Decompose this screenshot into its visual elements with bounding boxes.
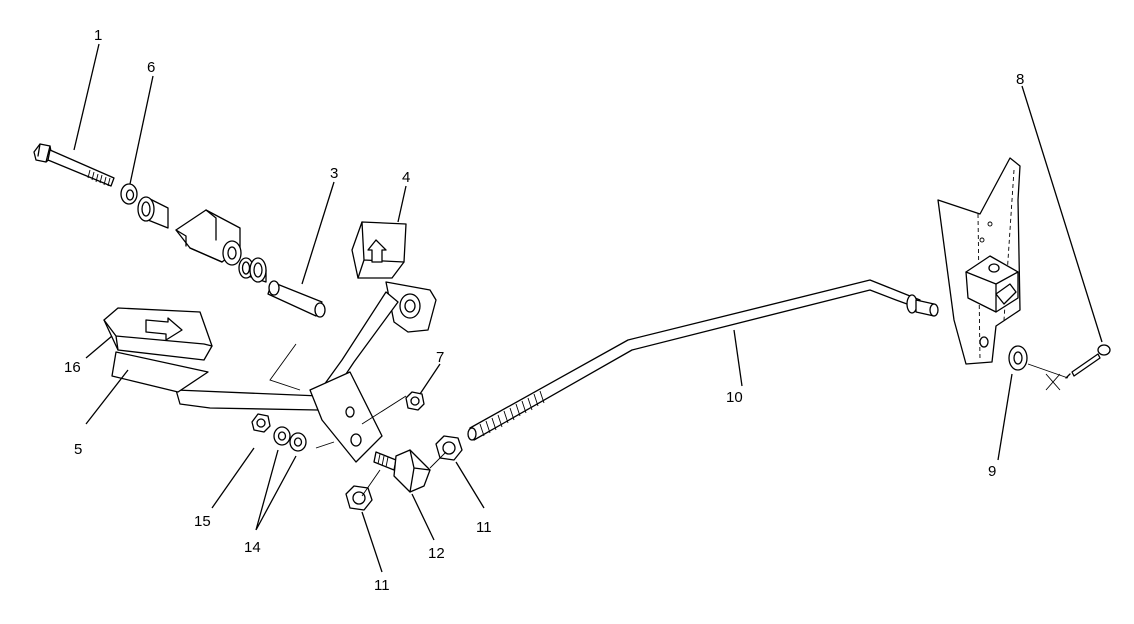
down-arrow-icon <box>145 317 183 341</box>
callout-9: 9 <box>988 463 996 480</box>
callouts: 1 6 3 4 16 5 7 15 14 11 12 11 10 8 9 <box>64 27 1024 594</box>
up-arrow-icon <box>367 239 387 263</box>
callout-1: 1 <box>94 27 102 44</box>
part-12-swivel <box>373 449 431 493</box>
mounting-bracket <box>937 157 1021 365</box>
callout-5: 5 <box>74 441 82 458</box>
part-15-nut <box>251 413 271 433</box>
callout-4: 4 <box>402 169 410 186</box>
part-14-washers <box>273 426 307 452</box>
callout-11b: 11 <box>374 577 390 594</box>
part-16-pedal-pad-down <box>103 307 213 361</box>
callout-10: 10 <box>726 389 743 406</box>
part-8-cotter-pin <box>1065 344 1111 379</box>
callout-11a: 11 <box>476 519 492 536</box>
part-11-nut-lower <box>345 485 373 511</box>
leader-lines <box>73 43 1103 573</box>
callout-16: 16 <box>64 359 81 376</box>
pivot-bracket <box>175 209 242 266</box>
callout-12: 12 <box>428 545 445 562</box>
block-arrow-icon <box>995 283 1017 305</box>
callout-6: 6 <box>147 59 155 76</box>
callout-15: 15 <box>194 513 211 530</box>
part-6-washer <box>120 183 138 205</box>
part-10-control-rod <box>467 279 939 441</box>
callout-8: 8 <box>1016 71 1024 88</box>
callout-7: 7 <box>436 349 444 366</box>
callout-3: 3 <box>330 165 338 182</box>
pedal-arm <box>175 281 437 463</box>
bushing-right <box>238 257 267 283</box>
assembly-lines <box>269 343 1069 497</box>
callout-14: 14 <box>244 539 261 556</box>
part-7-nut <box>405 391 425 411</box>
part-1-bolt <box>33 143 115 187</box>
part-11-nut-upper <box>435 435 463 461</box>
part-5-pedal-plate <box>111 351 209 393</box>
bushing-left <box>137 196 169 229</box>
part-3-spacer-tube <box>267 280 326 318</box>
part-9-washer <box>1008 345 1028 371</box>
part-4-pedal-pad-up <box>351 221 407 279</box>
